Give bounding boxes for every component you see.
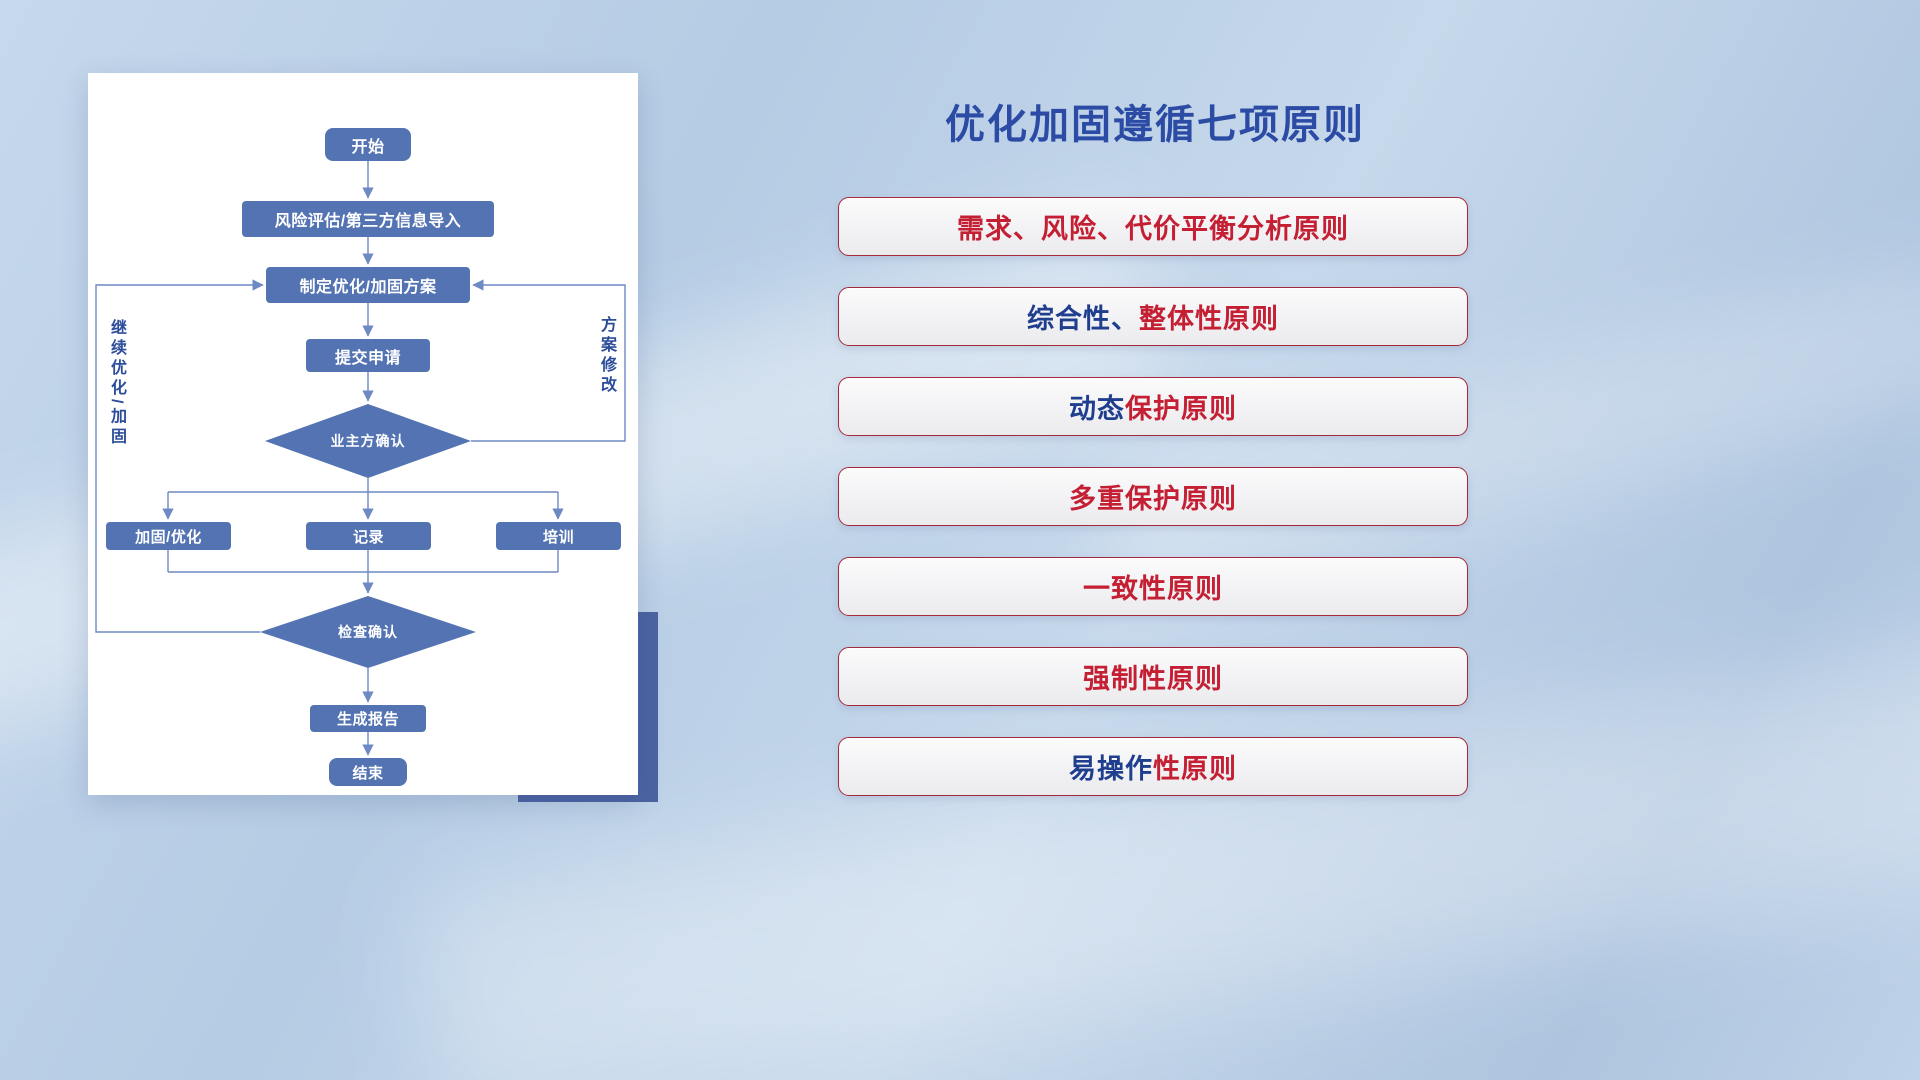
principle-text-segment: 多重保护原则 <box>1069 484 1237 514</box>
flowchart-card: 开始 风险评估/第三方信息导入 制定优化/加固方案 提交申请 业主方确认 加固/… <box>88 73 638 795</box>
principle-text-segment: 易操作 <box>1069 754 1153 784</box>
flow-loop-label-plan-revision: 方案修改 <box>598 316 615 396</box>
principle-pill: 动态保护原则 <box>838 377 1468 436</box>
principle-pill: 一致性原则 <box>838 557 1468 616</box>
flow-node-start: 开始 <box>325 128 411 161</box>
principle-pill: 多重保护原则 <box>838 467 1468 526</box>
principle-text-segment: 需求、风险、代价平衡分析原则 <box>957 214 1349 244</box>
flow-node-make-plan: 制定优化/加固方案 <box>266 267 470 303</box>
flow-node-end: 结束 <box>329 758 407 786</box>
principle-text-segment: 性原则 <box>1153 754 1237 784</box>
principle-pill: 综合性、整体性原则 <box>838 287 1468 346</box>
principles-list: 需求、风险、代价平衡分析原则综合性、整体性原则动态保护原则多重保护原则一致性原则… <box>838 197 1468 796</box>
flow-node-reinforce: 加固/优化 <box>106 522 231 550</box>
principle-pill: 需求、风险、代价平衡分析原则 <box>838 197 1468 256</box>
principle-text-segment: 强制性原则 <box>1083 664 1223 694</box>
principle-text-segment: 动态 <box>1069 394 1125 424</box>
principle-text-segment: 一致性原则 <box>1083 574 1223 604</box>
principle-pill: 易操作性原则 <box>838 737 1468 796</box>
principle-pill: 强制性原则 <box>838 647 1468 706</box>
flow-node-submit: 提交申请 <box>306 339 430 372</box>
principles-title: 优化加固遵循七项原则 <box>945 103 1365 147</box>
principle-text-segment: 整体性原则 <box>1139 304 1279 334</box>
flow-node-risk-import: 风险评估/第三方信息导入 <box>242 201 494 237</box>
principle-text-segment: 保护原则 <box>1125 394 1237 424</box>
flow-node-record: 记录 <box>306 522 431 550</box>
flow-node-training: 培训 <box>496 522 621 550</box>
flow-loop-label-continue-optimize: 继续优化/加固 <box>108 319 125 448</box>
flowchart-connectors <box>95 161 626 756</box>
flow-node-report: 生成报告 <box>310 705 426 732</box>
principle-text-segment: 综合性、 <box>1027 304 1139 334</box>
